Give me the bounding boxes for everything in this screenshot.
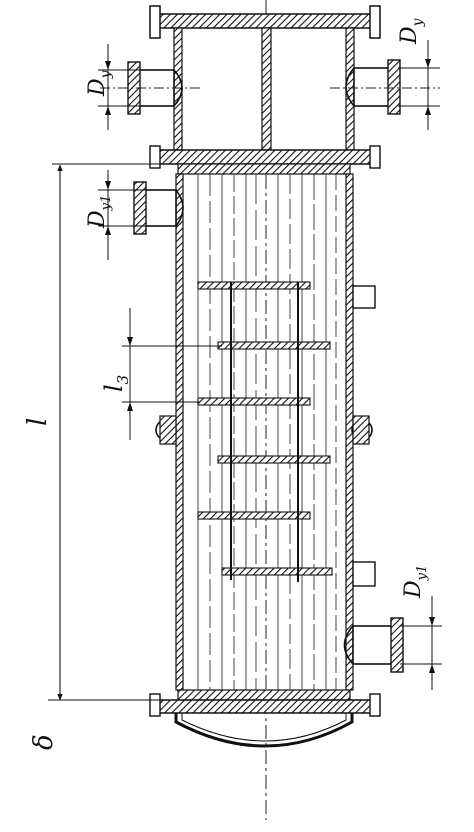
nozzle-top-right [330,59,440,115]
lower-flange [155,699,379,714]
bottom-dished-cover [174,713,354,748]
label-dy1-left: Dy1 [85,195,114,229]
drain-fitting-upper [352,285,376,309]
nozzle-shell-left [133,181,184,235]
label-baffle-pitch: l3 [100,375,132,392]
distribution-chamber [173,27,355,151]
nozzle-shell-right [343,617,404,673]
upper-flange [155,149,379,165]
shell [175,173,354,691]
lower-tube-sheet [177,689,351,701]
support-lug-right [351,415,373,445]
label-wall-thickness: δ [29,734,59,750]
label-dy-top-right: Dy [397,17,426,45]
label-length: l [23,418,53,426]
label-dy1-right: Dy1 [401,565,430,599]
label-dy-top-left: Dy [85,69,114,97]
support-lug-left [155,415,177,445]
upper-tube-sheet [177,163,351,175]
nozzle-top-left [100,61,200,115]
top-cover-plate [155,13,377,29]
pass-partition [261,27,272,151]
baffles [197,281,333,576]
drain-fitting-lower [352,561,376,587]
tube-bundle [197,174,337,690]
